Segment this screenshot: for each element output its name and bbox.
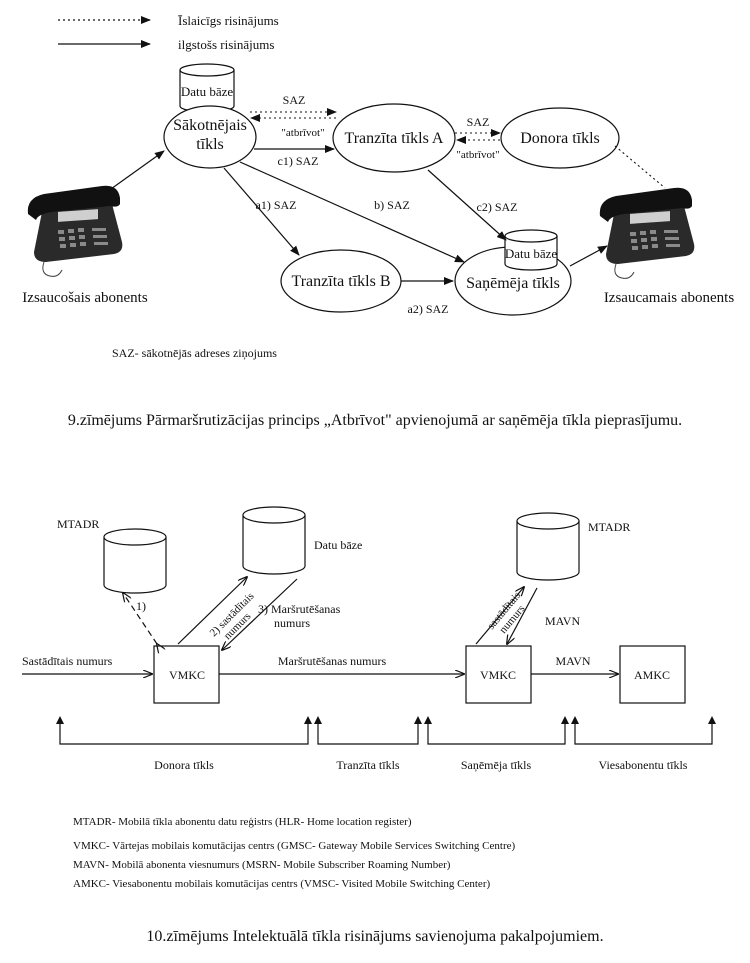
label-mavn-right: MAVN [555,654,590,668]
arrow-caller-to-originating [103,150,165,195]
label-c2: c2) SAZ [477,200,518,214]
figure1-caption: 9.zīmējums Pārmaršrutizācijas princips „… [67,412,683,429]
donor-network-label: Donora tīkls [520,130,600,147]
label-routing: Maršrutēšanas numurs [278,654,387,668]
called-subscriber-label: Izsaucamais abonents [604,290,735,306]
label-b: b) SAZ [374,198,410,212]
label-step1: 1) [136,599,146,613]
arrow-a1 [223,167,300,256]
arrow-recipient-to-called [569,245,608,267]
amkc-label: AMKC [634,668,670,682]
segment-donor-label: Donora tīkls [154,758,214,772]
amkc-box [619,645,686,704]
recipient-network-label: Saņēmēja tīkls [466,275,560,292]
label-release-left: "atbrīvot" [281,127,324,139]
label-input: Sastādītais numurs [22,654,113,668]
bracket-donor [59,720,309,745]
bracket-recipient [427,720,566,745]
arrow-b [239,161,465,263]
arrow-mavn-down [507,587,538,644]
database-cylinder-recipient: Datu bāze [504,229,558,271]
dotted-line-donor-to-called [614,145,666,189]
mtadr-right-cylinder [516,512,580,581]
database-center-label: Datu bāze [314,538,362,552]
vmkc-right-label: VMKC [480,668,516,682]
arrow-step3 [222,578,298,650]
label-c1: c1) SAZ [278,154,319,168]
vmkc-right-box [465,645,532,704]
mtadr-left-cylinder [103,528,167,594]
legend-temporary-label: Īslaicīgs risinājums [178,13,279,28]
donor-network-node: Donora tīkls [500,107,620,169]
mtadr-left-label: MTADR [57,517,99,531]
segment-roaming-label: Viesabonentu tīkls [599,758,688,772]
figure2-caption: 10.zīmējums Intelektuālā tīkla risinājum… [146,928,604,945]
transit-network-b-node: Tranzīta tīkls B [280,249,402,313]
originating-network-label-1: Sākotnējais [173,117,247,134]
calling-subscriber-label: Izsaucošais abonents [22,290,148,306]
segment-brackets [59,720,713,745]
arrow-step1-dashed [123,593,157,644]
originating-network-label-2: tīkls [196,136,224,153]
segment-transit-label: Tranzīta tīkls [336,758,400,772]
database-top-label: Datu bāze [181,84,234,99]
transit-network-a-label: Tranzīta tīkls A [345,130,444,147]
vmkc-left-label: VMKC [169,668,205,682]
bracket-roaming [574,720,713,745]
label-saz-donor: SAZ [467,115,490,129]
label-a2: a2) SAZ [408,302,449,316]
figure1-footnote: SAZ- sākotnējās adreses ziņojums [112,346,277,360]
glossary-amkc: AMKC- Viesabonentu mobilais komutācijas … [73,878,490,890]
bracket-arrowheads [56,716,716,724]
arrow-step2 [177,577,247,645]
arrow-right-up [475,587,524,645]
label-step3-line2: numurs [274,616,310,630]
transit-network-b-label: Tranzīta tīkls B [292,273,391,290]
originating-network-node: Sākotnējais tīkls [163,105,257,169]
segment-recipient-label: Saņēmēja tīkls [461,758,532,772]
label-a1: a1) SAZ [256,198,297,212]
label-release-donor: "atbrīvot" [456,149,499,161]
calling-phone-icon [27,185,123,277]
database-cylinder-top: Datu bāze [179,63,235,113]
label-saz-top: SAZ [283,93,306,107]
glossary-vmkc: VMKC- Vārtejas mobilais komutācijas cent… [73,840,515,852]
bracket-transit [317,720,419,745]
database-recipient-label: Datu bāze [505,246,558,261]
arrow-c2 [427,169,507,241]
vmkc-left-box [153,645,220,704]
label-mavn-up: MAVN [545,614,580,628]
database-center-cylinder [242,506,306,575]
legend-permanent-label: ilgstošs risinājums [178,37,274,52]
glossary-mavn: MAVN- Mobilā abonenta viesnumurs (MSRN- … [73,859,451,871]
label-step3-line1: 3) Maršrutēšanas [258,602,341,616]
glossary-mtadr: MTADR- Mobilā tīkla abonentu datu reģist… [73,816,412,828]
transit-network-a-node: Tranzīta tīkls A [332,103,456,173]
mtadr-right-label: MTADR [588,520,630,534]
called-phone-icon [599,187,695,279]
